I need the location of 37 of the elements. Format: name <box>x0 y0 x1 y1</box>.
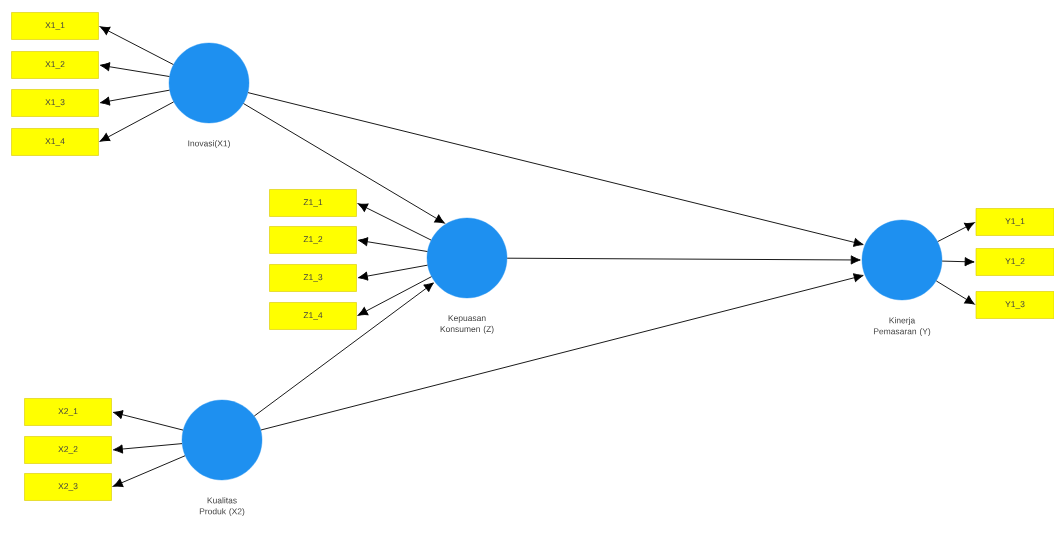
arrow <box>99 62 170 77</box>
indicator-box: Z1_1 <box>269 189 357 217</box>
arrow <box>357 264 428 281</box>
indicator-box: Y1_2 <box>975 248 1054 276</box>
arrow <box>357 203 432 241</box>
arrow <box>260 273 864 431</box>
indicator-box: X2_2 <box>24 436 112 464</box>
indicator-box: X1_1 <box>11 12 99 40</box>
indicator-box: Z1_2 <box>269 226 357 254</box>
arrow <box>506 255 861 265</box>
arrow <box>941 257 975 267</box>
arrow <box>99 89 170 106</box>
indicator-box: Z1_4 <box>269 302 357 330</box>
circle-label: Inovasi(X1) <box>188 140 230 149</box>
arrow <box>112 443 183 454</box>
indicator-box: X1_2 <box>11 51 99 79</box>
circle-label: Kualitas Produk (X2) <box>199 497 245 517</box>
indicator-box: Y1_3 <box>975 291 1054 319</box>
indicator-box: X1_4 <box>11 128 99 156</box>
arrow <box>357 237 428 252</box>
indicator-box: X2_3 <box>24 473 112 501</box>
arrow <box>935 280 975 305</box>
circle-label: Kinerja Pemasaran (Y) <box>874 317 931 337</box>
indicator-box: X2_1 <box>24 398 112 426</box>
arrow <box>243 103 445 224</box>
indicator-box: Y1_1 <box>975 208 1054 236</box>
arrow <box>937 222 975 242</box>
indicator-box: Z1_3 <box>269 264 357 292</box>
arrow <box>112 455 186 488</box>
arrow <box>253 282 434 417</box>
arrow <box>99 26 174 65</box>
arrow <box>99 101 174 142</box>
arrow <box>247 92 864 247</box>
arrow <box>112 410 184 431</box>
indicator-box: X1_3 <box>11 89 99 117</box>
circle-label: Kepuasan Konsumen (Z) <box>440 315 494 334</box>
arrow <box>357 276 432 316</box>
